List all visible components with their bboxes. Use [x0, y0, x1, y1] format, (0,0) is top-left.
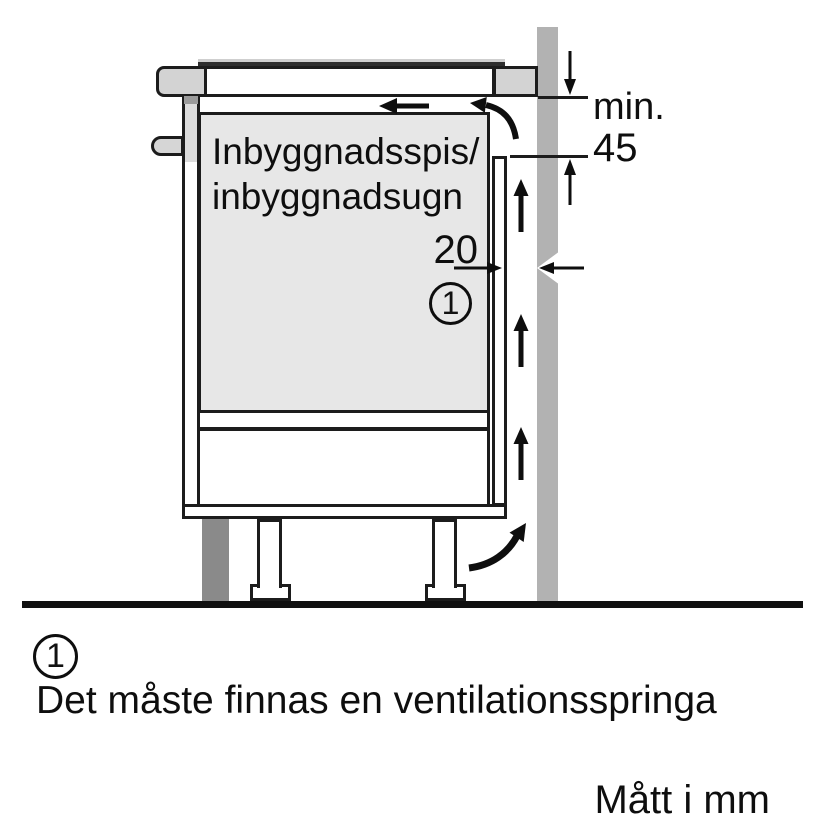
- airflow-up-arrow-top: [513, 179, 529, 232]
- cabinet-right-line: [487, 413, 490, 505]
- airflow-up-arrow-middle: [513, 314, 529, 367]
- airflow-curve-top-arrowhead: [470, 97, 487, 113]
- dim-line-worktop: [538, 96, 588, 99]
- airflow-curve-bottom-arrow: [468, 534, 521, 572]
- appliance-label-line1: Inbyggnadsspis/: [212, 131, 480, 172]
- dimension-left-arrow-head: [539, 262, 554, 274]
- worktop-right-filler: [493, 66, 538, 97]
- dim-min-value: 45: [593, 126, 638, 170]
- door-top-tab: [184, 96, 198, 104]
- worktop: [204, 66, 495, 97]
- legend-marker: 1: [33, 634, 78, 679]
- worktop-left-cap: [156, 66, 207, 97]
- floor-line: [22, 601, 803, 608]
- airflow-up-arrow-bottom: [513, 427, 529, 480]
- dim-gap-value: 20: [433, 228, 479, 272]
- hob-edge-highlight: [198, 59, 505, 62]
- dimension-right-arrow-head: [487, 262, 502, 274]
- hob-surface: [198, 62, 505, 67]
- airflow-left-arrow: [379, 98, 429, 114]
- airflow-curve-top-arrow: [485, 102, 519, 140]
- dim-line-vent-opening: [510, 155, 588, 158]
- dimension-down-arrow-head: [564, 79, 576, 95]
- drawer-top-line: [198, 427, 490, 431]
- cabinet-bottom-panel: [182, 504, 507, 519]
- oven-door-handle: [151, 136, 184, 156]
- callout-marker: 1: [429, 282, 472, 325]
- wall: [537, 27, 558, 601]
- callout-marker-number: 1: [441, 285, 460, 321]
- plinth-block: [202, 519, 229, 601]
- right-leg: [432, 519, 457, 588]
- units-note: Mått i mm: [594, 778, 770, 822]
- appliance-label: Inbyggnadsspis/ inbyggnadsugn: [212, 129, 487, 219]
- legend-marker-number: 1: [46, 637, 65, 675]
- left-leg: [257, 519, 282, 588]
- dim-min-label: min.: [593, 86, 665, 128]
- control-panel-strip: [185, 100, 197, 162]
- airflow-curve-bottom-arrowhead: [509, 523, 526, 542]
- appliance-body: Inbyggnadsspis/ inbyggnadsugn: [198, 112, 490, 413]
- appliance-label-line2: inbyggnadsugn: [212, 176, 463, 217]
- dimension-up-arrow-head: [564, 159, 576, 175]
- legend-text: Det måste finnas en ventilationsspringa: [36, 679, 717, 722]
